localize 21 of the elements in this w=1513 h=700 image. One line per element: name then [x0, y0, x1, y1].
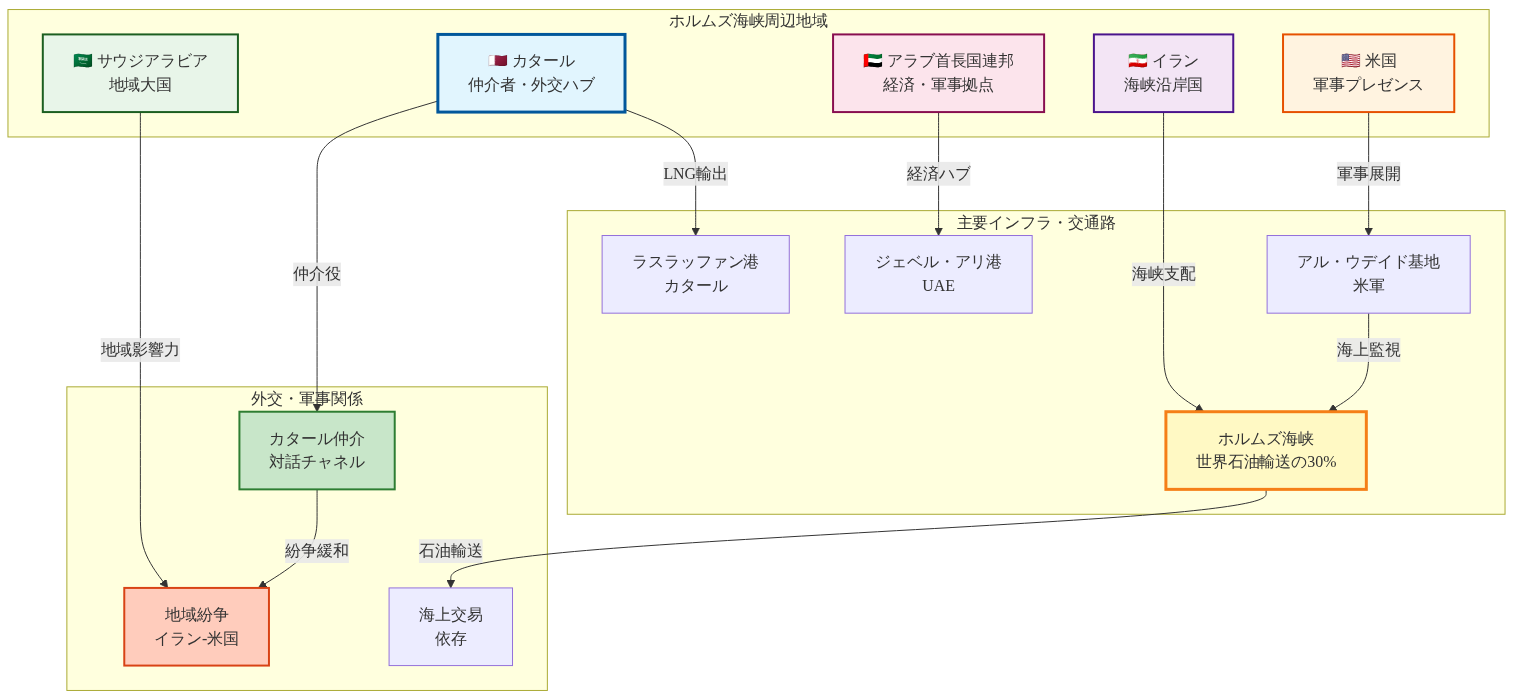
edge-label: 紛争緩和: [285, 542, 349, 560]
node-box: 🇦🇪 アラブ首長国連邦 経済・軍事拠点: [832, 33, 1046, 114]
node-box: ホルムズ海峡 世界石油輸送の30%: [1164, 410, 1368, 491]
node-box: 海上交易 依存: [388, 587, 513, 667]
node-box: カタール仲介 対話チャネル: [238, 410, 396, 491]
edge-label: 地域影響力: [100, 341, 181, 358]
node-box: 🇮🇷 イラン 海峡沿岸国: [1092, 33, 1235, 114]
node-box: アル・ウデイド基地 米軍: [1266, 235, 1471, 314]
node-box: 🇸🇦 サウジアラビア 地域大国: [41, 33, 239, 114]
node-box: 🇺🇸 米国 軍事プレゼンス: [1282, 33, 1456, 114]
edge-label: 石油輸送: [418, 542, 483, 560]
edge-label: 海峡支配: [1131, 265, 1196, 283]
edge-label: 仲介役: [293, 265, 341, 283]
node-box: 🇶🇦 カタール 仲介者・外交ハブ: [436, 32, 627, 114]
edge-label: LNG輸出: [663, 164, 728, 182]
node-box: ジェベル・アリ港 UAE: [844, 235, 1033, 314]
edge-label: 軍事展開: [1336, 164, 1401, 182]
edge-label: 経済ハブ: [906, 164, 971, 182]
edge-label: 海上監視: [1336, 341, 1401, 358]
node-box: ラスラッファン港 カタール: [601, 235, 790, 314]
node-box: 地域紛争 イラン-米国: [123, 586, 270, 667]
